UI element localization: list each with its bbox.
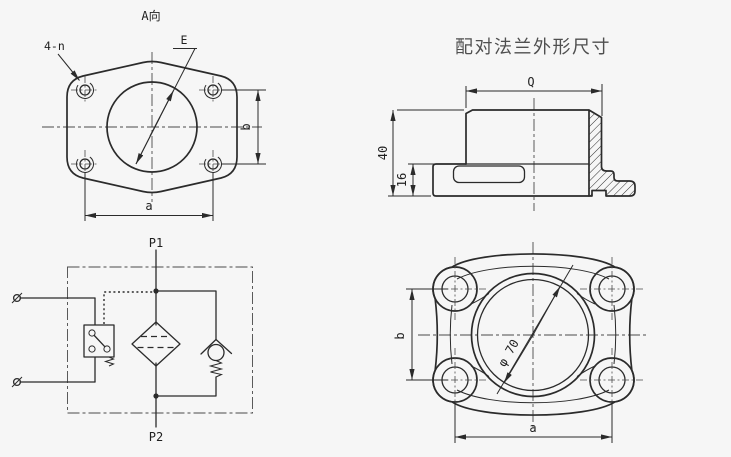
- bore-inner-circle: [476, 278, 590, 392]
- dimension-40: 40: [376, 109, 464, 197]
- bolt-leader-line: [57, 53, 80, 81]
- dim-b-label: b: [393, 332, 407, 339]
- electrical-terminal-icon: [11, 376, 23, 388]
- dim-a-label: a: [145, 199, 152, 213]
- bolt-hole: [71, 76, 99, 104]
- bolt-boss: [580, 348, 644, 412]
- dimension-a: a: [454, 404, 613, 443]
- bolt-hole: [199, 150, 227, 178]
- flange-outline: [66, 60, 238, 194]
- dim-16-label: 16: [395, 173, 409, 187]
- dim-b-label: b: [239, 123, 253, 130]
- port-p1-label: P1: [149, 236, 163, 250]
- port-recess: [452, 165, 526, 184]
- dimension-b: b: [393, 288, 448, 381]
- filter-icon: [131, 321, 181, 367]
- hydraulic-circuit: P1 P2: [11, 236, 253, 444]
- switch-spring: [103, 356, 115, 367]
- electrical-wires: [19, 297, 96, 383]
- bore-arrow-lower: [135, 116, 161, 165]
- view-a: A向 4-n E: [42, 8, 266, 221]
- enclosure-boundary: [67, 266, 253, 414]
- dimension-a: a: [84, 173, 214, 221]
- valve-spring: [208, 360, 224, 378]
- bypass-branch-line: [155, 290, 217, 397]
- junction-dot: [153, 393, 159, 399]
- dim-q-label: Q: [527, 75, 534, 89]
- switch-blade: [93, 334, 106, 348]
- bolt-boss: [580, 257, 644, 321]
- boss-outline: [465, 109, 590, 165]
- dimension-16: 16: [395, 163, 451, 196]
- dimension-b: b: [221, 89, 266, 165]
- dim-40-label: 40: [376, 146, 390, 160]
- junction-dot: [153, 288, 159, 294]
- page-title: 配对法兰外形尺寸: [455, 37, 611, 58]
- bolt-count-label: 4-n: [44, 39, 65, 53]
- port-p2-label: P2: [149, 430, 163, 444]
- bore-outer-circle: [470, 272, 596, 398]
- pilot-line: [103, 291, 154, 324]
- pressure-switch-icon: [83, 297, 115, 383]
- bore-label: E: [181, 33, 188, 47]
- section-hatch: [588, 109, 636, 197]
- side-view: 配对法兰外形尺寸 Q 40 16: [376, 37, 636, 211]
- bolt-hole: [71, 150, 99, 178]
- bolt-hole: [199, 76, 227, 104]
- bypass-check-valve-icon: [200, 338, 233, 378]
- dim-a-label: a: [529, 421, 536, 435]
- view-a-title: A向: [141, 8, 160, 23]
- center-bore-circle: [106, 81, 198, 173]
- electrical-terminal-icon: [11, 292, 23, 304]
- dimension-q: Q: [465, 75, 603, 116]
